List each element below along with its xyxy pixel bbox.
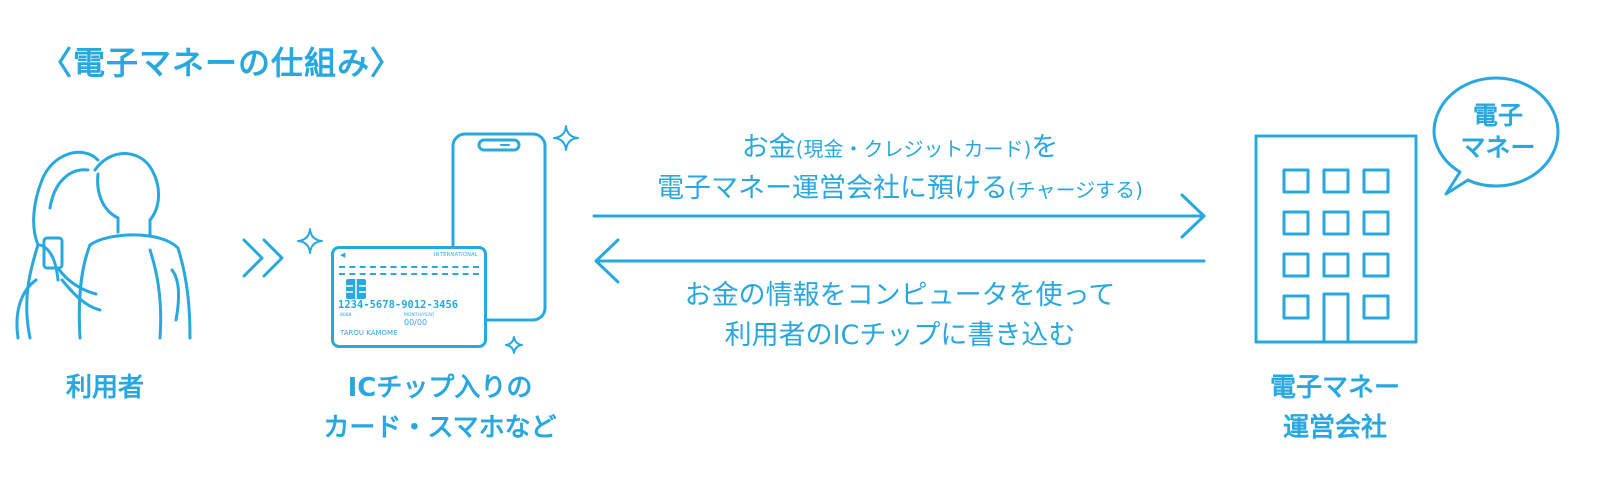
diagram-title: 〈電子マネーの仕組み〉 bbox=[40, 44, 404, 82]
double-chevron-icon bbox=[242, 238, 284, 278]
smartphone-icon bbox=[451, 132, 547, 322]
sparkle-icon bbox=[505, 336, 523, 354]
arrow-left-icon bbox=[594, 238, 1206, 284]
card-brand: INTERNATIONAL bbox=[434, 252, 478, 258]
bubble-line1: 電子 bbox=[1472, 101, 1523, 130]
person-back-icon bbox=[15, 150, 100, 340]
card-arrow-icon: ◀ bbox=[340, 251, 346, 259]
bubble-text: 電子 マネー bbox=[1452, 100, 1544, 164]
card-valid-date: 00/00 bbox=[404, 318, 428, 327]
card-number: 1234-5678-9012-3456 bbox=[338, 299, 459, 311]
flow-forward-text: お金(現金・クレジットカード)を 電子マネー運営会社に預ける(チャージする) bbox=[590, 128, 1210, 210]
arrow-right-icon bbox=[592, 193, 1206, 239]
flow-forward-line2: 電子マネー運営会社に預ける(チャージする) bbox=[656, 173, 1143, 204]
device-label: ICチップ入りの カード・スマホなど bbox=[290, 368, 590, 448]
user-illustration bbox=[15, 150, 192, 340]
sparkle-icon bbox=[297, 228, 323, 254]
building-icon bbox=[1254, 134, 1418, 344]
device-label-line1: ICチップ入りの bbox=[347, 373, 533, 403]
card-stripe bbox=[339, 266, 479, 271]
building-windows bbox=[1282, 168, 1390, 320]
bubble-line2: マネー bbox=[1460, 133, 1536, 162]
sparkle-icon bbox=[553, 125, 579, 151]
flow-forward-line1: お金(現金・クレジットカード)を bbox=[741, 132, 1059, 163]
building-door bbox=[1322, 292, 1350, 344]
card-holder: TAROU KAMOME bbox=[340, 329, 398, 337]
flow-back-line2: 利用者のICチップに書き込む bbox=[724, 320, 1076, 351]
device-label-line2: カード・スマホなど bbox=[323, 413, 557, 443]
card-stripe bbox=[339, 273, 479, 278]
flow-back-line1: お金の情報をコンピュータを使って bbox=[684, 280, 1116, 311]
phone-in-hand-icon bbox=[42, 236, 102, 312]
card-valid-label: MONTH/YEAR bbox=[404, 313, 435, 318]
card-small-number: 8088 bbox=[340, 313, 352, 318]
user-label: 利用者 bbox=[65, 373, 144, 403]
ic-chip-icon bbox=[346, 279, 366, 299]
speech-bubble-icon bbox=[1432, 76, 1560, 196]
ic-card: INTERNATIONAL ◀ 1234-5678-9012-3456 8088… bbox=[331, 246, 487, 348]
flow-back-text: お金の情報をコンピュータを使って 利用者のICチップに書き込む bbox=[590, 276, 1210, 356]
company-label-line2: 運営会社 bbox=[1282, 413, 1387, 443]
company-label: 電子マネー 運営会社 bbox=[1230, 368, 1440, 448]
company-label-line1: 電子マネー bbox=[1269, 373, 1400, 403]
